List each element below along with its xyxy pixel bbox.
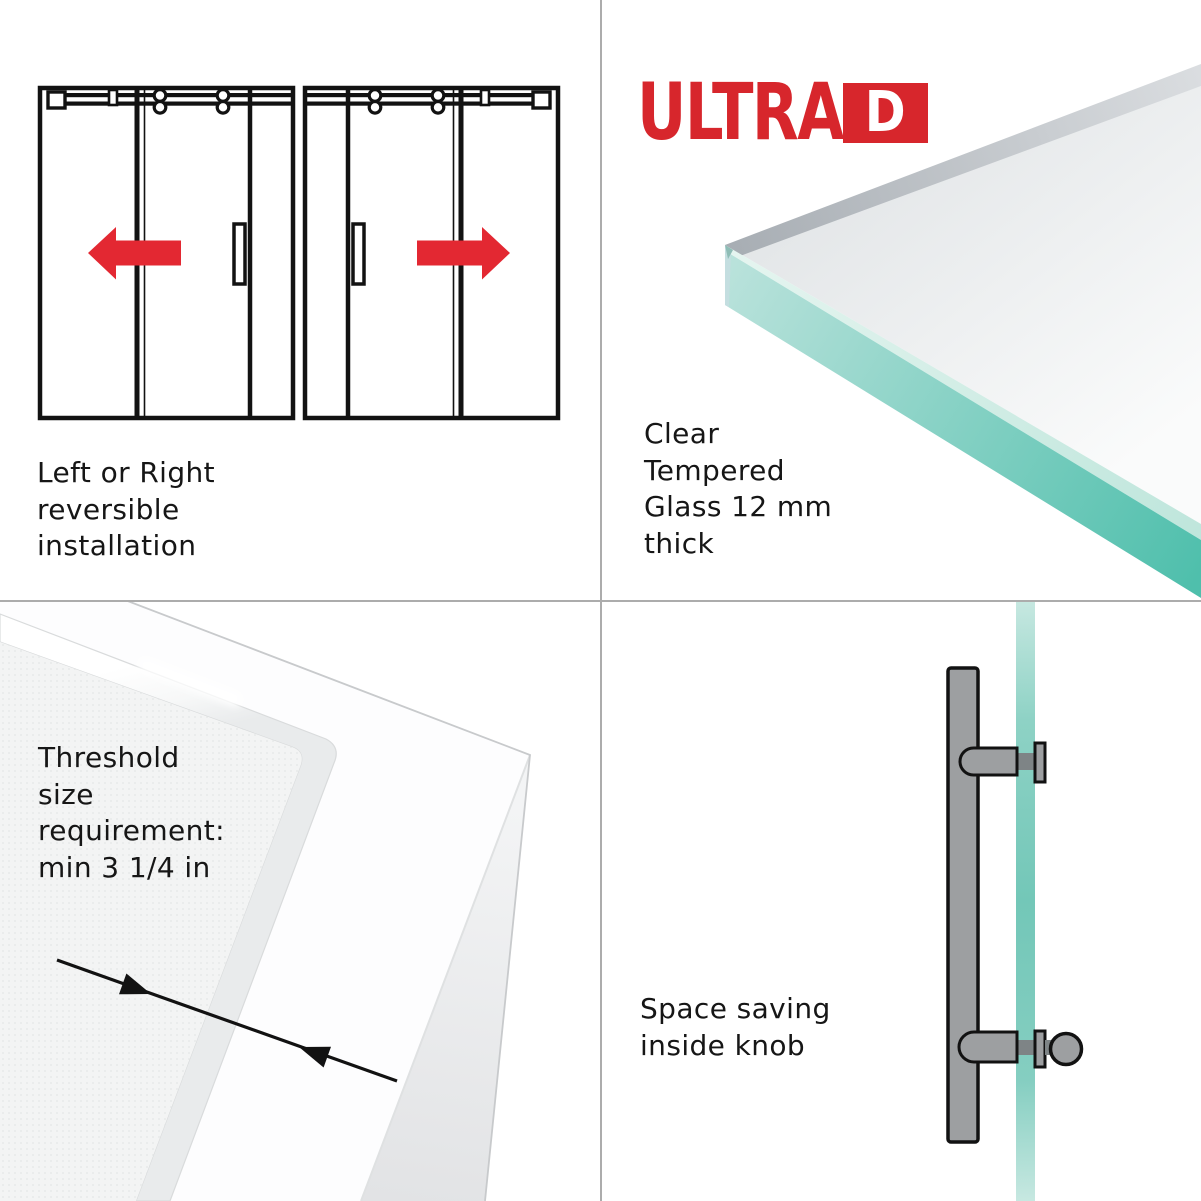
inside-knob-ball — [1048, 1031, 1084, 1067]
glass-door-edge — [1016, 600, 1035, 1201]
inside-knob-diagram — [946, 600, 1084, 1201]
lip-highlight — [138, 657, 242, 707]
glass-edge-mint-strip — [725, 245, 1201, 540]
door-diagram-slide-right — [305, 88, 558, 418]
caption-space-saving-knob: Space saving inside knob — [640, 992, 831, 1062]
shower-base-corner — [0, 600, 531, 1201]
measure-arrows-icon — [56, 958, 398, 1083]
caption-reversible-installation: Left or Right reversible installation — [37, 456, 216, 562]
tempered-glass-illustration — [725, 64, 1201, 598]
horizontal-divider — [0, 600, 1201, 602]
brand-badge: D — [843, 83, 928, 143]
glass-edge-teal-face — [725, 252, 1201, 598]
glass-panel-corner — [725, 64, 1201, 598]
caption-tempered-glass: Clear Tempered Glass 12 mm thick — [644, 417, 833, 560]
brand-name: ULTRA — [637, 68, 844, 158]
handle-bottom-standoff-with-knob — [957, 1029, 1084, 1069]
handle-top-standoff — [958, 741, 1047, 784]
threshold-diagram — [0, 600, 531, 1201]
door-diagram-slide-left — [40, 88, 293, 418]
glass-left-face — [725, 245, 731, 307]
caption-threshold-size: Threshold size requirement: min 3 1/4 in — [38, 741, 226, 884]
glass-far-bevel-edge — [725, 64, 1201, 256]
door-handle-bar — [946, 666, 980, 1144]
glass-top-surface — [725, 86, 1201, 524]
glass-corner-bevel — [725, 245, 733, 259]
